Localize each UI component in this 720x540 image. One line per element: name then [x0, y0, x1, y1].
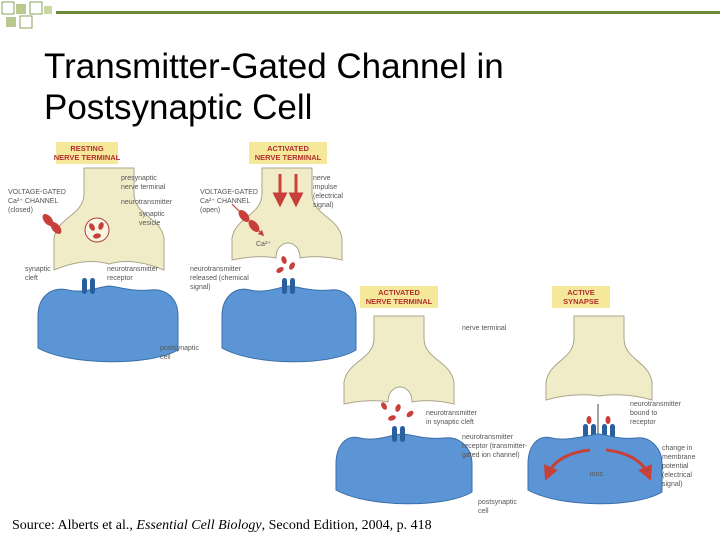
label-cleft-3b: in synaptic cleft [426, 419, 474, 426]
label-postsynaptic-1a: postsynaptic [160, 345, 199, 352]
label-released-2: released (chemical [190, 275, 249, 282]
header-rule [56, 11, 720, 14]
label-change-3: potential [662, 463, 689, 470]
label-vgc-1a: VOLTAGE-GATED [8, 189, 66, 196]
label-change-5: signal) [662, 481, 683, 488]
label-receptor-1b: receptor [107, 275, 133, 282]
label-postsynaptic-1b: cell [160, 354, 171, 361]
ca-channel-open [231, 203, 265, 237]
tag-activated-2-line2: NERVE TERMINAL [366, 297, 433, 306]
tag-resting-line2: NERVE TERMINAL [54, 153, 121, 162]
tag-resting-line1: RESTING [70, 144, 104, 153]
source-citation: Source: Alberts et al., Essential Cell B… [12, 518, 432, 534]
label-vgc-2b: Ca²⁺ CHANNEL [200, 198, 250, 205]
label-receptor-1a: neurotransmitter [107, 266, 159, 273]
label-presynaptic-2: nerve terminal [121, 184, 166, 191]
label-bound-2: bound to [630, 410, 657, 417]
postsynaptic-cell-1 [37, 285, 179, 363]
title-line-1: Transmitter-Gated Channel in [44, 47, 504, 86]
label-presynaptic-1: presynaptic [121, 175, 157, 182]
postsynaptic-cell-4 [527, 433, 663, 505]
label-vgc-1c: (closed) [8, 207, 33, 214]
label-change-1: change in [662, 445, 692, 452]
label-cleft-2: cleft [25, 275, 38, 282]
label-receptor-3c: gated ion channel) [462, 452, 520, 459]
slide-title: Transmitter-Gated Channel in Postsynapti… [44, 46, 684, 128]
label-nerve-terminal: nerve terminal [462, 325, 507, 332]
corner-decoration [1, 1, 52, 29]
presynaptic-terminal-3 [343, 315, 455, 405]
tag-activated-2-line1: ACTIVATED [378, 288, 420, 297]
label-change-4: (electrical [662, 472, 692, 479]
tag-active-line1: ACTIVE [567, 288, 595, 297]
potential-arrow-right [605, 448, 652, 481]
label-ca-ion: Ca²⁺ [256, 241, 271, 248]
synapse-diagram: RESTING NERVE TERMINAL VOLTAGE-GATED Ca²… [8, 142, 696, 515]
tag-activated-1 [249, 142, 327, 164]
receptor-2 [282, 278, 295, 294]
presynaptic-terminal-1 [53, 167, 165, 271]
tag-active-line2: SYNAPSE [563, 297, 599, 306]
ca-channel-closed [42, 214, 62, 234]
postsynaptic-cell-3 [335, 433, 473, 505]
receptor-1 [82, 278, 95, 294]
tag-activated-1-line2: NERVE TERMINAL [255, 153, 322, 162]
panel-resting: RESTING NERVE TERMINAL VOLTAGE-GATED Ca²… [8, 142, 199, 363]
title-line-2: Postsynaptic Cell [44, 88, 313, 127]
tag-activated-1-line1: ACTIVATED [267, 144, 309, 153]
label-change-2: membrane [662, 454, 696, 461]
label-impulse-1: nerve [313, 175, 331, 182]
label-vesicle-2: vesicle [139, 220, 161, 227]
label-released-3: signal) [190, 284, 211, 291]
panel-activated-2: ACTIVATED NERVE TERMINAL nerve terminal … [335, 286, 528, 515]
panel-activated-1: ACTIVATED NERVE TERMINAL VOLTAGE-GATED C… [190, 142, 357, 363]
label-cleft-1: synaptic [25, 266, 51, 273]
tag-resting [56, 142, 118, 164]
source-prefix: Source: Alberts et al., [12, 518, 137, 533]
label-released-1: neurotransmitter [190, 266, 242, 273]
label-vesicle-1: synaptic [139, 211, 165, 218]
source-suffix: , Second Edition, 2004, p. 418 [261, 518, 432, 533]
label-bound-3: receptor [630, 419, 656, 426]
label-vgc-2a: VOLTAGE-GATED [200, 189, 258, 196]
presynaptic-terminal-2 [231, 167, 343, 261]
label-vgc-2c: (open) [200, 207, 220, 214]
potential-arrow-left [544, 448, 591, 481]
label-postsynaptic-3b: cell [478, 508, 489, 515]
released-transmitter-3 [381, 402, 414, 421]
label-impulse-3: (electrical [313, 193, 343, 200]
label-bound-1: neurotransmitter [630, 401, 682, 408]
tag-activated-2 [360, 286, 438, 308]
label-neurotransmitter-1: neurotransmitter [121, 199, 173, 206]
label-postsynaptic-3a: postsynaptic [478, 499, 517, 506]
released-transmitter-2 [276, 256, 295, 273]
label-receptor-3b: receptor (transmitter- [462, 443, 528, 450]
source-book-title: Essential Cell Biology [136, 518, 262, 533]
postsynaptic-cell-2 [221, 285, 357, 363]
presynaptic-terminal-4 [545, 315, 653, 401]
label-ions: ions [590, 471, 603, 478]
panel-active-synapse: ACTIVE SYNAPSE neurotransmitter bound to… [527, 286, 696, 505]
label-vgc-1b: Ca²⁺ CHANNEL [8, 198, 58, 205]
tag-active-synapse [552, 286, 610, 308]
label-cleft-3a: neurotransmitter [426, 410, 478, 417]
label-receptor-3a: neurotransmitter [462, 434, 514, 441]
label-impulse-4: signal) [313, 202, 334, 209]
receptor-3 [392, 426, 405, 442]
label-impulse-2: impulse [313, 184, 337, 191]
